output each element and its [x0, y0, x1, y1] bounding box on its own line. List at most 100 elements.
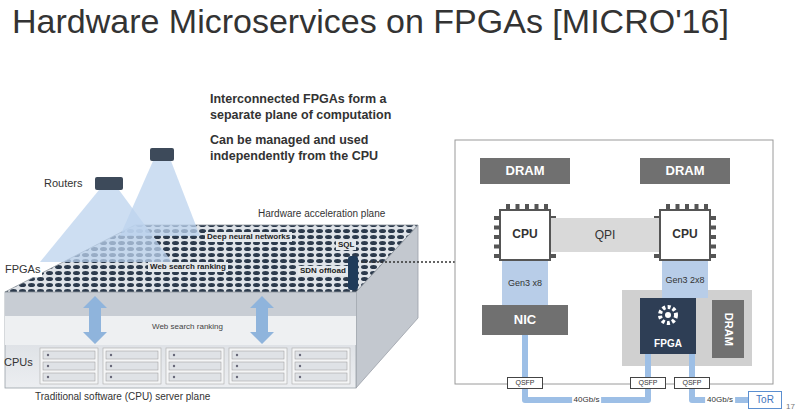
node-label: NIC: [514, 313, 536, 328]
cable-line: [522, 335, 528, 377]
rack-led: [236, 376, 238, 378]
fpga-chip: FPGA: [640, 298, 696, 354]
router-cone: [120, 161, 200, 236]
slide-number: 17: [786, 402, 795, 412]
rack-unit: [106, 362, 158, 370]
node-label: DRAM: [506, 164, 545, 179]
node-label: FPGA: [654, 338, 682, 350]
server-rack: [229, 348, 287, 384]
tor-switch: ToR: [748, 391, 782, 409]
bus-band: [502, 261, 548, 305]
cpu-pins: [494, 204, 716, 266]
cpu-pin: [711, 254, 716, 258]
fpga-board: [622, 290, 752, 366]
block-front: [5, 292, 356, 388]
rack-led: [299, 365, 301, 367]
rack-unit: [295, 373, 347, 381]
plane-label: Routers: [44, 177, 83, 191]
node-label: QSFP: [638, 379, 657, 387]
plane-label: Traditional software (CPU) server plane: [35, 391, 210, 404]
cpu-pin: [711, 216, 716, 220]
cable-line: [645, 354, 651, 377]
server-outline: [455, 140, 773, 384]
node-label: DRAM: [722, 312, 735, 345]
rack-led: [110, 354, 112, 356]
qsfp-port: QSFP: [507, 377, 543, 389]
cpu-chip: CPU: [659, 209, 711, 261]
cpu-pin: [711, 235, 716, 239]
slide-title: Hardware Microservices on FPGAs [MICRO'1…: [12, 2, 729, 41]
rack-unit: [232, 362, 284, 370]
server-rack: [103, 348, 161, 384]
zoom-leader: [361, 261, 455, 263]
dram-module: DRAM: [480, 158, 570, 184]
rack-unit: [232, 351, 284, 359]
server-pillar: [348, 256, 358, 290]
rack-led: [173, 376, 175, 378]
plane-label: SDN offload: [298, 266, 348, 276]
plane-label: Web search ranking: [150, 322, 225, 332]
cpu-racks: [40, 348, 350, 384]
server-rack: [40, 348, 98, 384]
node-label: ToR: [756, 394, 774, 406]
cpu-pin: [551, 254, 556, 258]
link-label: 40Gb/s: [705, 395, 735, 405]
rack-led: [47, 354, 49, 356]
plane-label: SQL: [336, 240, 356, 250]
node-label: CPU: [672, 228, 697, 242]
rack-unit: [43, 362, 95, 370]
plane-label: FPGAs: [3, 263, 42, 277]
rack-led: [299, 376, 301, 378]
server-rack: [292, 348, 350, 384]
plane-label: Web search ranking: [148, 262, 228, 272]
nic-box: NIC: [482, 305, 568, 335]
rack-unit: [232, 373, 284, 381]
rack-led: [236, 354, 238, 356]
dram-module: DRAM: [640, 158, 730, 184]
bus-band: [551, 218, 659, 252]
router-icon: [95, 177, 123, 190]
node-label: DRAM: [666, 164, 705, 179]
rack-unit: [43, 351, 95, 359]
middle-layer: [5, 316, 356, 345]
bus-band: [662, 261, 708, 298]
rack-unit: [106, 373, 158, 381]
link-label: 40Gb/s: [572, 395, 602, 405]
rack-led: [47, 376, 49, 378]
link-label: Gen3 x8: [506, 278, 544, 289]
plane-arrow: [250, 296, 274, 344]
rack-led: [47, 365, 49, 367]
rack-unit: [43, 373, 95, 381]
qsfp-port: QSFP: [630, 377, 666, 389]
rack-led: [110, 376, 112, 378]
rack-unit: [295, 351, 347, 359]
router-icon: [150, 148, 174, 161]
node-label: QSFP: [515, 379, 534, 387]
rack-unit: [169, 362, 221, 370]
rack-unit: [169, 351, 221, 359]
note-text: Interconnected FPGAs form a separate pla…: [210, 92, 435, 123]
fpga-slab-front: [5, 292, 356, 316]
plane-label: CPUs: [4, 356, 33, 370]
plane-label: Deep neural networks: [205, 232, 292, 242]
link-label: Gen3 2x8: [663, 274, 706, 285]
dram-module: DRAM: [712, 300, 744, 358]
node-label: QSFP: [682, 379, 701, 387]
rack-unit: [295, 362, 347, 370]
link-label: QPI: [593, 228, 618, 242]
qsfp-port: QSFP: [674, 377, 710, 389]
plane-label: Hardware acceleration plane: [258, 208, 385, 221]
cpu-pin: [711, 226, 716, 230]
rack-led: [299, 354, 301, 356]
cpu-chip: CPU: [499, 209, 551, 261]
rack-led: [236, 365, 238, 367]
rack-unit: [106, 351, 158, 359]
cable-line: [689, 354, 695, 377]
note-text: Can be managed and used independently fr…: [210, 133, 435, 164]
server-rack: [166, 348, 224, 384]
node-label: CPU: [512, 228, 537, 242]
rack-led: [173, 365, 175, 367]
rack-led: [173, 354, 175, 356]
rack-unit: [169, 373, 221, 381]
